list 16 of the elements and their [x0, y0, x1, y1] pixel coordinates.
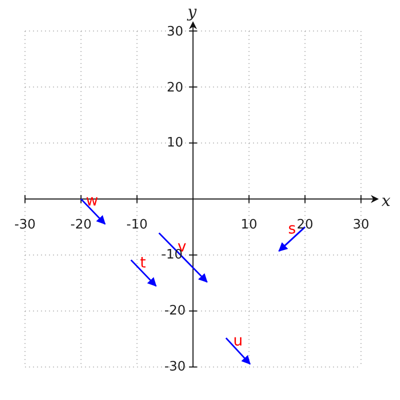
tick-label: 10	[166, 136, 184, 150]
tick-label: 20	[166, 82, 184, 94]
tick-label: -30	[14, 218, 36, 232]
tick-label: -30	[164, 360, 186, 374]
tick-label: 30	[166, 26, 184, 38]
tick-label: 20	[296, 218, 314, 232]
axis-label: x	[381, 193, 391, 209]
tick-label: -20	[70, 218, 92, 232]
axis-label: y	[187, 4, 197, 20]
tick-label: -10	[126, 218, 148, 232]
vector-label: t	[140, 256, 146, 270]
tick-label: 30	[352, 218, 370, 232]
vector-label: s	[288, 222, 296, 236]
tick-label: 10	[240, 218, 258, 232]
tick-label: -20	[164, 304, 186, 318]
vector-label: u	[233, 334, 243, 348]
